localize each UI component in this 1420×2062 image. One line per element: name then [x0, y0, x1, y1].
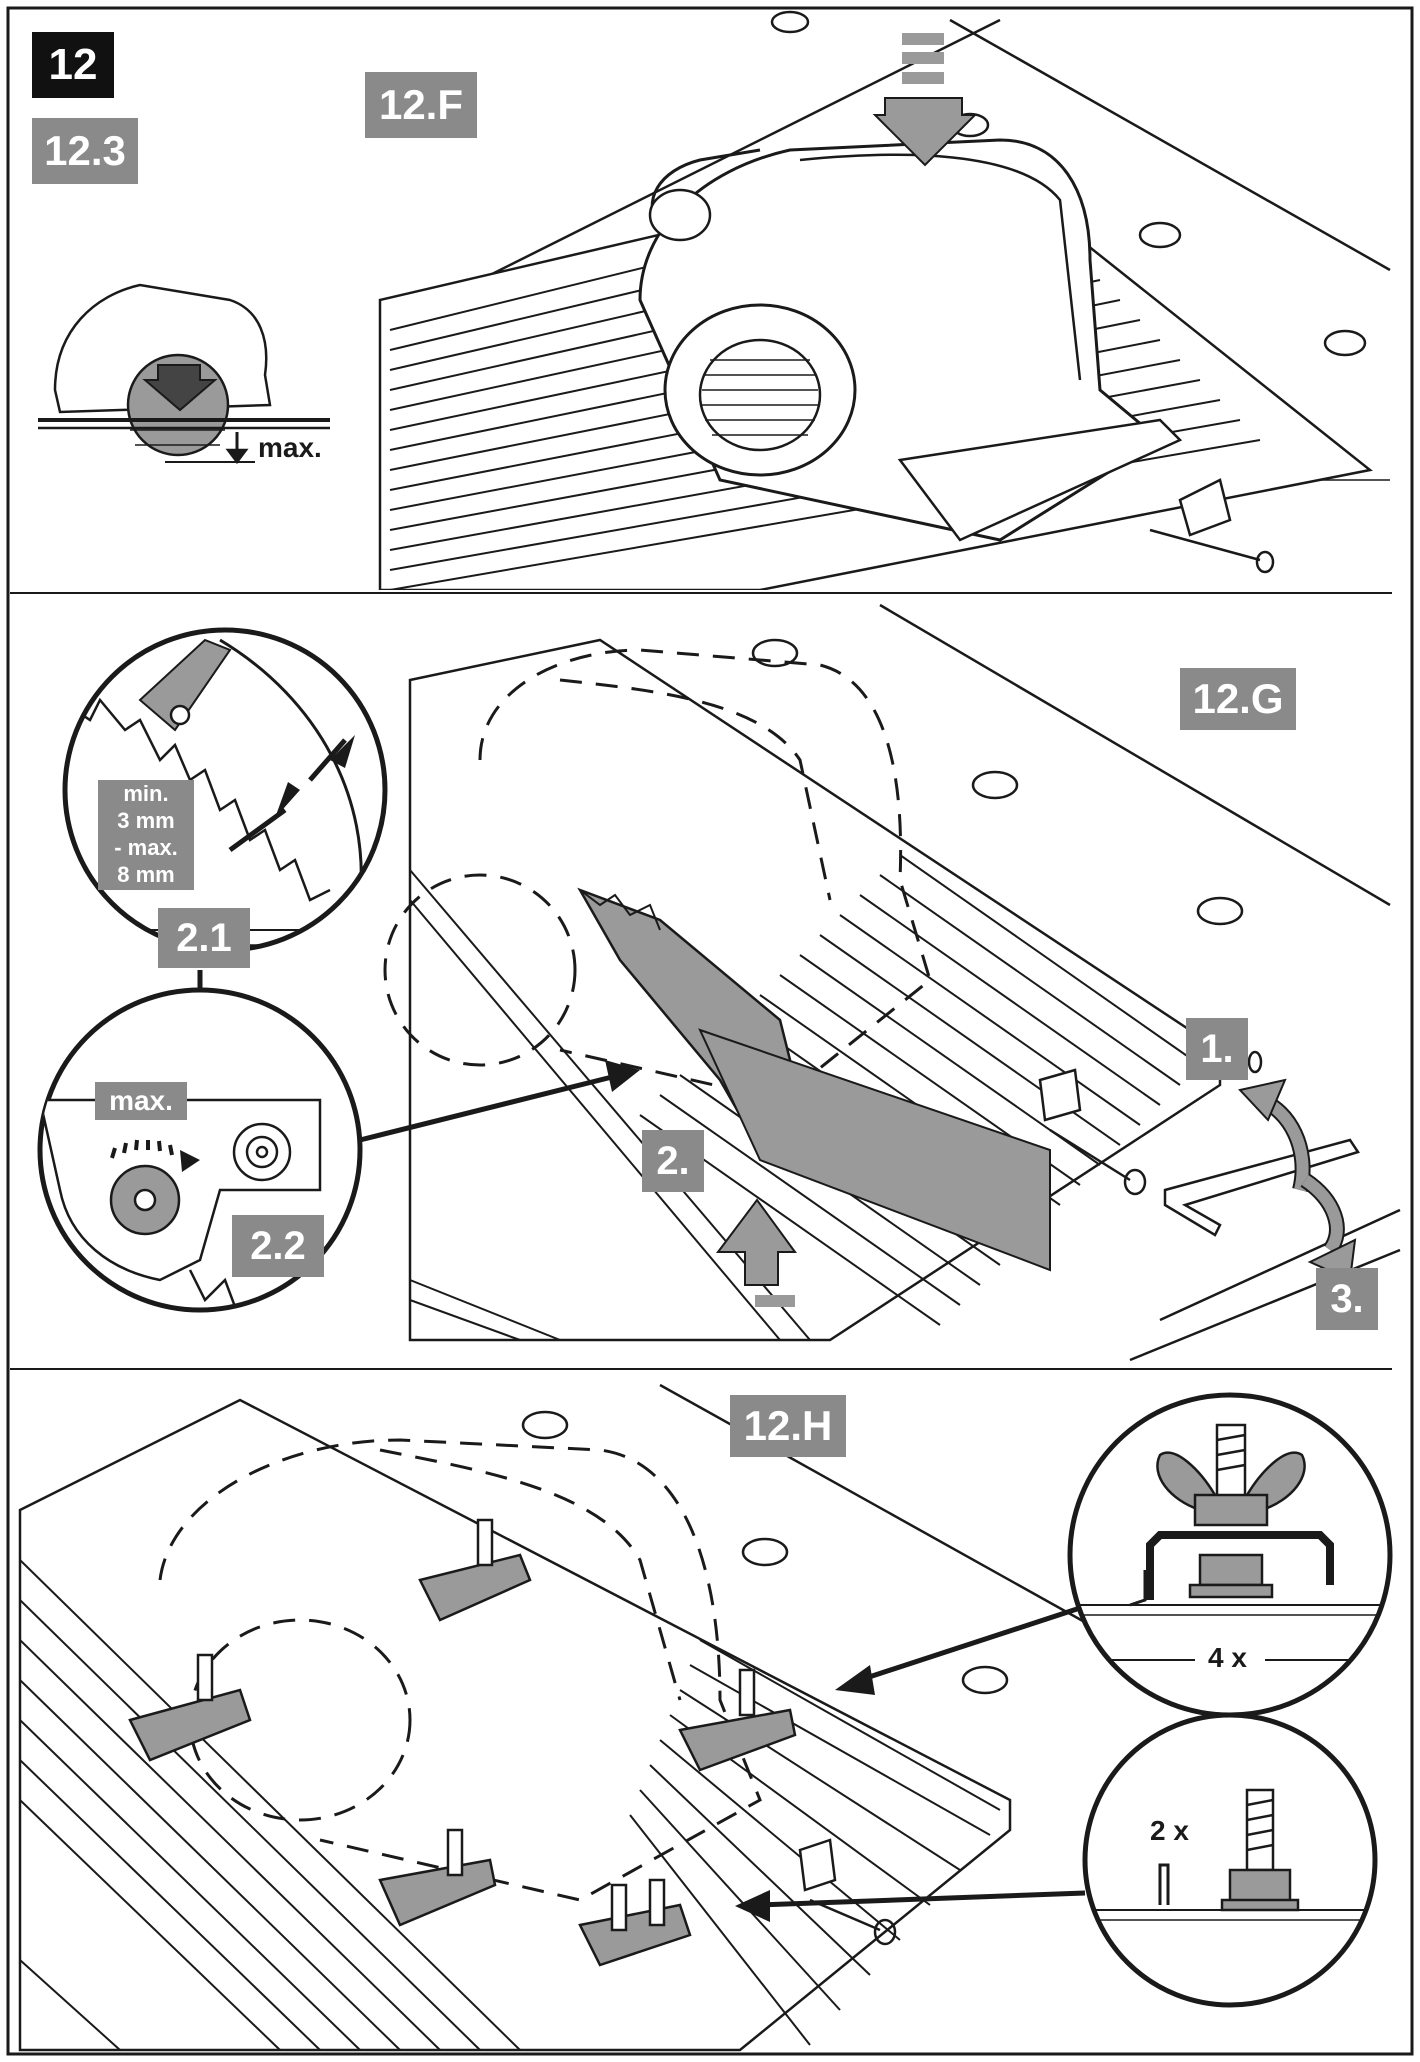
gap-spec-line: 8 mm: [117, 862, 175, 887]
gap-spec-line: - max.: [114, 835, 178, 860]
figure-12f-drawing: [378, 10, 1391, 590]
figure-badge-12h: 12.H: [730, 1395, 846, 1457]
step-badge-2: 2.: [642, 1130, 704, 1192]
gap-spec-line: 3 mm: [117, 808, 175, 833]
figure-badge-12g: 12.G: [1180, 668, 1296, 730]
rotate-arrow-down: [1300, 1173, 1357, 1282]
wingnut-count-label: 4 x: [1202, 1642, 1253, 1674]
push-down-arrow: [872, 33, 978, 167]
pointer-arrow-wingnut: [835, 1605, 1081, 1695]
detail-circle-bolt: [1082, 1712, 1378, 2008]
detail-badge-2-1: 2.1: [158, 908, 250, 968]
figure-badge-12f: 12.F: [365, 72, 477, 138]
rotate-arrow-up: [1238, 1078, 1311, 1192]
page-border: [6, 6, 1414, 2056]
depth-max-label: max.: [258, 432, 322, 463]
pointer-arrow-detail-b: [359, 1060, 640, 1143]
figure-12g-drawing: [383, 603, 1401, 1362]
figure-12h-drawing: [18, 1383, 1091, 2052]
detail-circle-wingnut: [1067, 1392, 1393, 1718]
depth-inset-drawing: [38, 283, 330, 465]
step-badge-1: 1.: [1186, 1018, 1248, 1080]
chapter-number-badge: 12: [32, 32, 114, 98]
gap-spec-box: min. 3 mm - max. 8 mm: [98, 780, 194, 890]
lift-up-arrow: [716, 1198, 797, 1307]
step-badge-3: 3.: [1316, 1268, 1378, 1330]
bolt-count-label: 2 x: [1150, 1815, 1189, 1846]
gap-spec-line: min.: [123, 781, 169, 806]
step-badge-12-3: 12.3: [32, 118, 138, 184]
detail-badge-2-2: 2.2: [232, 1215, 324, 1277]
knob-max-label: max.: [95, 1082, 187, 1120]
pointer-arrow-bolt: [735, 1890, 1086, 1922]
